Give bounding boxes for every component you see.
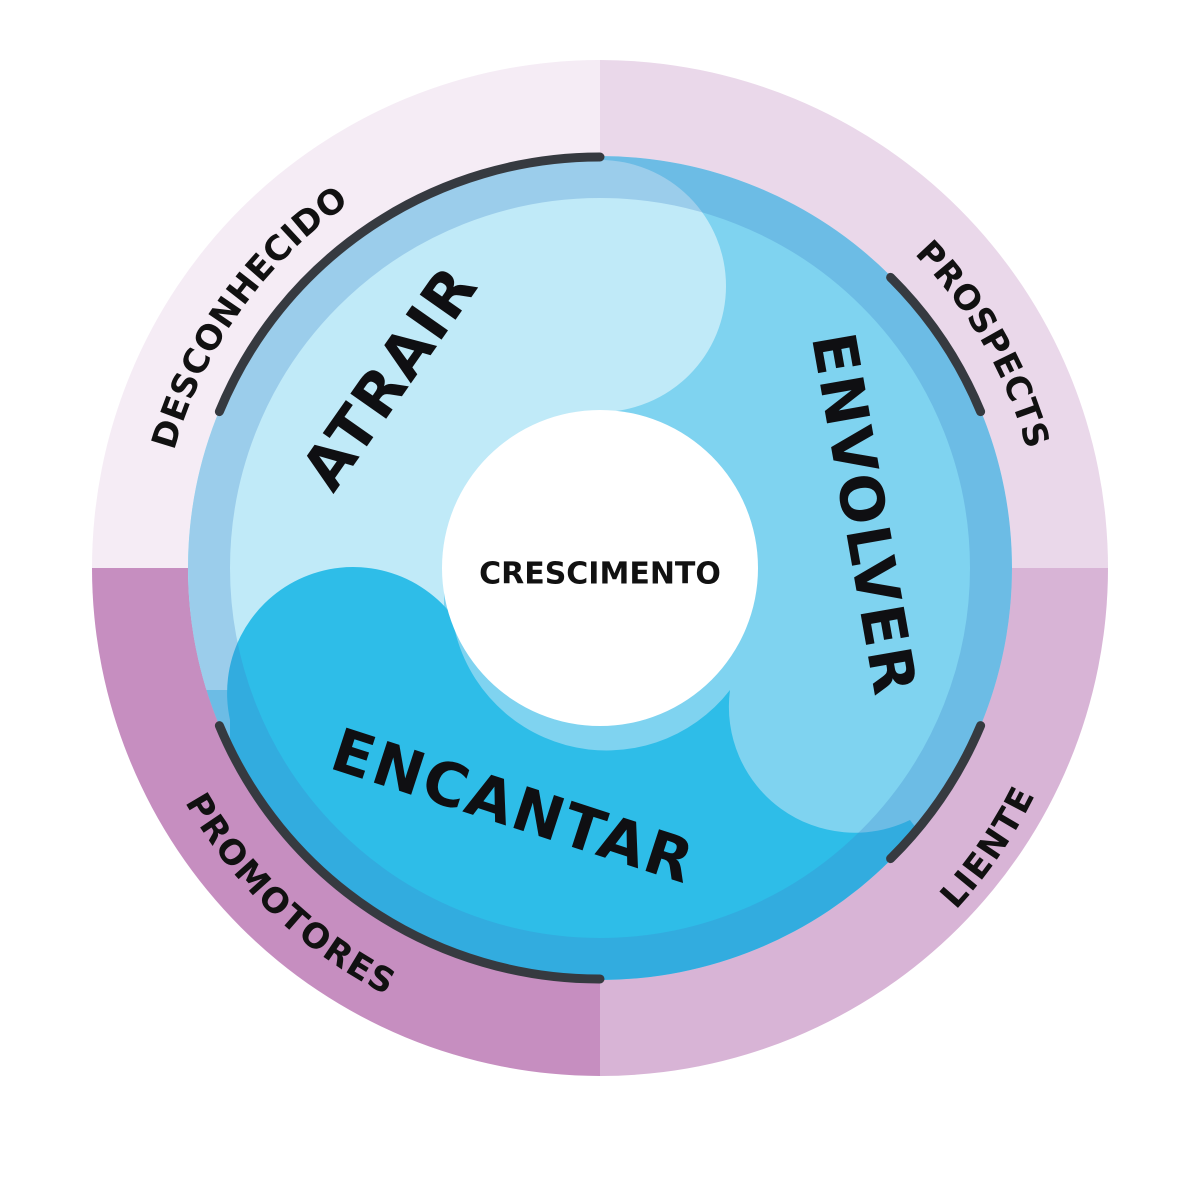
center-label: CRESCIMENTO (479, 557, 721, 592)
wheel-rim (188, 156, 1012, 980)
arc-promotores (214, 721, 605, 984)
stage-arcs (214, 152, 986, 984)
center-hub (442, 410, 758, 726)
arc-desconhecidos (214, 152, 605, 417)
arc-clientes (886, 721, 986, 864)
arc-prospects (886, 272, 986, 417)
